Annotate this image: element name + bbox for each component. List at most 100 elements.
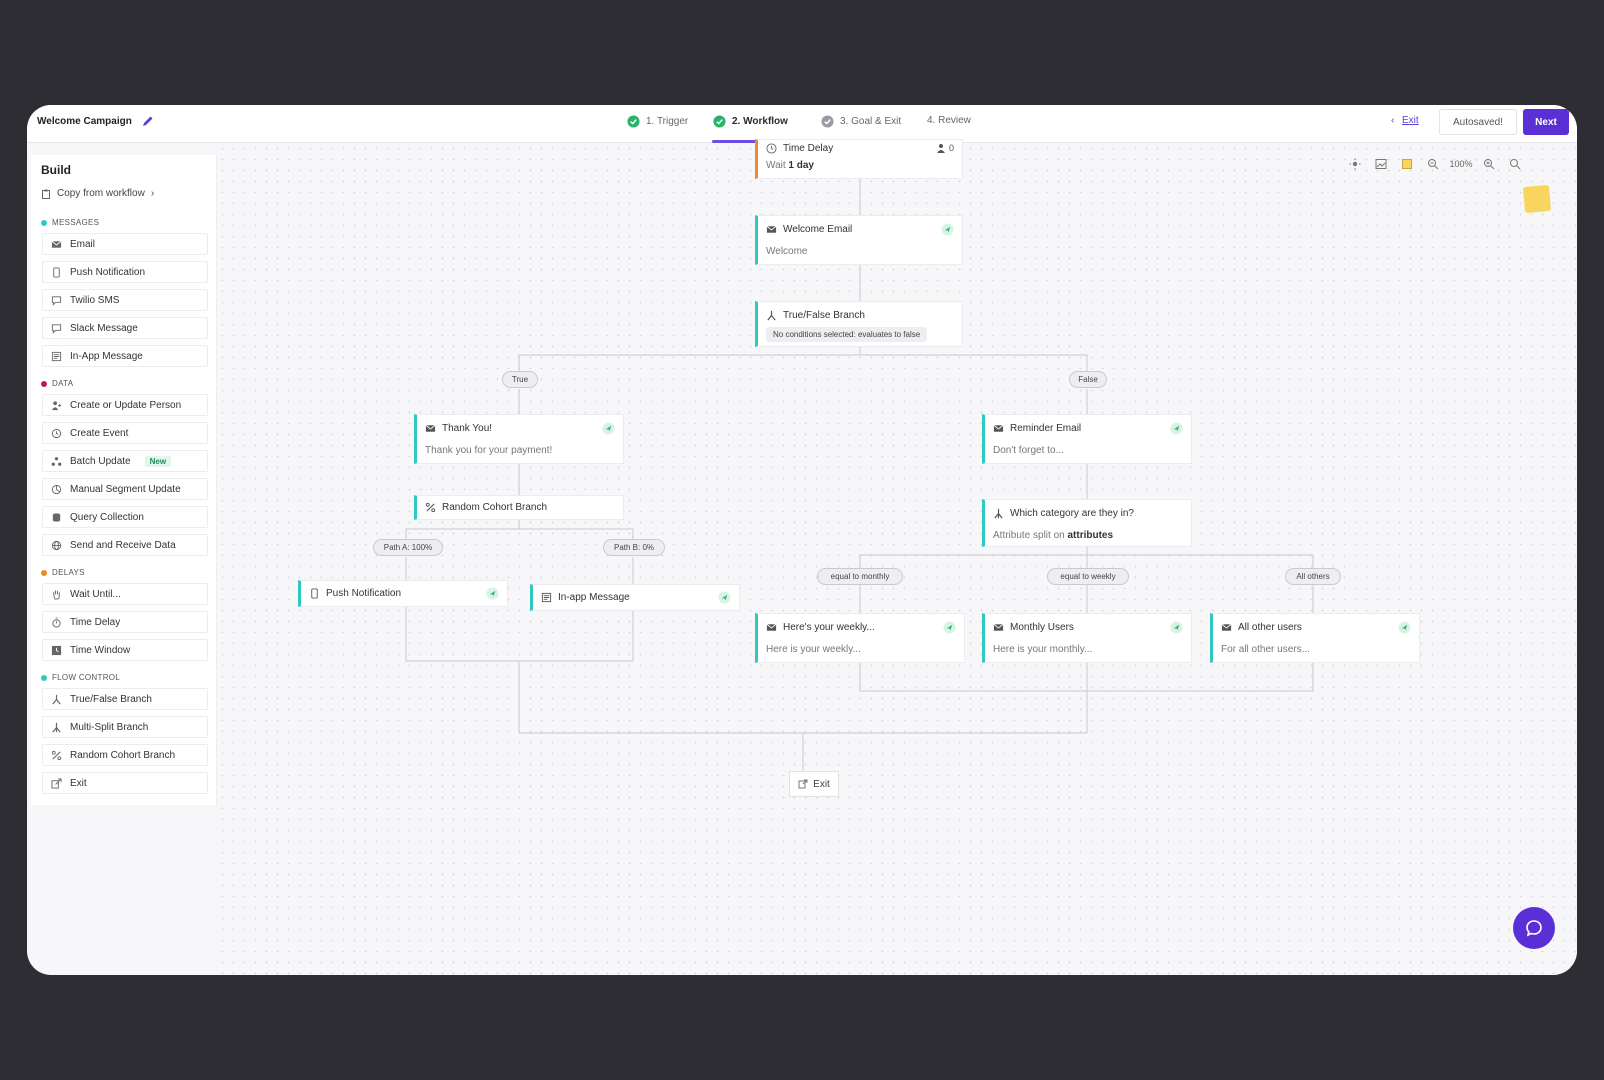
- tab-workflow[interactable]: 2. Workflow: [713, 115, 788, 128]
- send-status-icon: [1170, 422, 1183, 435]
- next-button[interactable]: Next: [1523, 109, 1569, 135]
- sidebar-item-twilio-sms[interactable]: Twilio SMS: [42, 289, 208, 311]
- multi-branch-icon: [52, 722, 61, 732]
- app-window: Welcome Campaign 1. Trigger 2. Workflow …: [27, 105, 1577, 975]
- phone-icon: [311, 588, 318, 599]
- reminder-email-node[interactable]: Reminder Email Don't forget to...: [982, 414, 1192, 464]
- check-circle-icon: [821, 115, 834, 128]
- segment-icon: [51, 484, 62, 494]
- campaign-title: Welcome Campaign: [37, 116, 132, 127]
- monthly-pill: equal to monthly: [817, 568, 903, 585]
- sidebar-item-true-false-branch[interactable]: True/False Branch: [42, 688, 208, 710]
- in-app-message-node[interactable]: In-app Message: [530, 584, 740, 611]
- send-status-icon: [941, 223, 954, 236]
- send-status-icon: [718, 591, 731, 604]
- random-cohort-node[interactable]: Random Cohort Branch: [414, 495, 624, 520]
- exit-node[interactable]: Exit: [789, 771, 839, 797]
- workflow-canvas[interactable]: Time Delay Wait 1 day 0 Welcome Email We…: [217, 139, 1577, 975]
- send-status-icon: [943, 621, 956, 634]
- section-data: DATA: [41, 379, 73, 388]
- sidebar-title: Build: [41, 163, 71, 177]
- event-icon: [51, 428, 62, 438]
- database-icon: [52, 512, 61, 522]
- sidebar-item-multi-split-branch[interactable]: Multi-Split Branch: [42, 716, 208, 738]
- phone-icon: [53, 266, 60, 278]
- push-notification-node[interactable]: Push Notification: [298, 580, 508, 607]
- copy-from-workflow-link[interactable]: Copy from workflow ›: [41, 188, 154, 199]
- path-a-pill: Path A: 100%: [373, 539, 443, 556]
- chat-bubble-icon: [1526, 920, 1542, 937]
- batch-icon: [51, 456, 62, 466]
- sidebar-item-exit[interactable]: Exit: [42, 772, 208, 794]
- sidebar-item-in-app-message[interactable]: In-App Message: [42, 345, 208, 367]
- check-circle-icon: [713, 115, 726, 128]
- tab-goal-exit[interactable]: 3. Goal & Exit: [821, 115, 901, 128]
- sticky-note-icon[interactable]: [1394, 153, 1420, 175]
- in-app-icon: [51, 351, 62, 361]
- clock-icon: [51, 645, 62, 655]
- welcome-email-node[interactable]: Welcome Email Welcome: [755, 215, 963, 265]
- globe-icon: [51, 540, 62, 550]
- search-icon[interactable]: [1502, 153, 1528, 175]
- chevron-right-icon: ›: [150, 188, 155, 199]
- multi-split-node[interactable]: Which category are they in? Attribute sp…: [982, 499, 1192, 547]
- exit-icon: [798, 779, 808, 789]
- envelope-icon: [766, 225, 777, 233]
- step-tabs: 1. Trigger 2. Workflow 3. Goal & Exit 4.…: [27, 105, 1577, 143]
- sidebar-item-query-collection[interactable]: Query Collection: [42, 506, 208, 528]
- monthly-users-node[interactable]: Monthly Users Here is your monthly...: [982, 613, 1192, 663]
- weekly-email-node[interactable]: Here's your weekly... Here is your weekl…: [755, 613, 965, 663]
- sidebar-item-time-delay[interactable]: Time Delay: [42, 611, 208, 633]
- tab-review[interactable]: 4. Review: [927, 115, 971, 126]
- chevron-left-icon: ‹: [1391, 115, 1395, 126]
- in-app-icon: [541, 592, 552, 603]
- stopwatch-icon: [52, 616, 61, 628]
- all-others-pill: All others: [1285, 568, 1341, 585]
- thank-you-node[interactable]: Thank You! Thank you for your payment!: [414, 414, 624, 464]
- zoom-in-icon[interactable]: [1476, 153, 1502, 175]
- hand-icon: [53, 589, 60, 600]
- sidebar-item-create-update-person[interactable]: Create or Update Person: [42, 394, 208, 416]
- chat-support-button[interactable]: [1513, 907, 1555, 949]
- exit-icon: [51, 777, 62, 789]
- sun-icon[interactable]: [1342, 153, 1368, 175]
- sidebar-item-email[interactable]: Email: [42, 233, 208, 255]
- true-false-branch-node[interactable]: True/False Branch No conditions selected…: [755, 301, 963, 347]
- zoom-out-icon[interactable]: [1420, 153, 1446, 175]
- sidebar-item-create-event[interactable]: Create Event: [42, 422, 208, 444]
- branch-icon: [52, 694, 61, 704]
- sticky-note[interactable]: [1522, 184, 1552, 214]
- section-delays: DELAYS: [41, 568, 85, 577]
- sidebar-item-send-receive-data[interactable]: Send and Receive Data: [42, 534, 208, 556]
- person-edit-icon: [51, 400, 62, 410]
- time-delay-node[interactable]: Time Delay Wait 1 day 0: [755, 139, 963, 179]
- envelope-icon: [425, 424, 436, 432]
- send-status-icon: [1170, 621, 1183, 634]
- person-icon: [936, 144, 945, 153]
- exit-link[interactable]: Exit: [1402, 115, 1419, 126]
- chat-bubble-icon: [51, 323, 62, 334]
- sidebar-item-time-window[interactable]: Time Window: [42, 639, 208, 661]
- path-b-pill: Path B: 0%: [603, 539, 665, 556]
- check-circle-icon: [627, 115, 640, 128]
- sidebar-item-slack-message[interactable]: Slack Message: [42, 317, 208, 339]
- all-other-users-node[interactable]: All other users For all other users...: [1210, 613, 1420, 663]
- pencil-icon[interactable]: [141, 114, 155, 128]
- branch-icon: [767, 310, 776, 321]
- envelope-icon: [1221, 623, 1232, 631]
- sidebar-item-wait-until[interactable]: Wait Until...: [42, 583, 208, 605]
- percent-icon: [51, 750, 62, 760]
- build-sidebar: Build Copy from workflow › MESSAGES Emai…: [31, 155, 217, 805]
- envelope-icon: [993, 424, 1004, 432]
- tab-trigger[interactable]: 1. Trigger: [627, 115, 688, 128]
- section-dot: [41, 380, 47, 387]
- multi-branch-icon: [994, 508, 1003, 519]
- sidebar-item-manual-segment-update[interactable]: Manual Segment Update: [42, 478, 208, 500]
- time-delay-count: 0: [948, 143, 954, 153]
- sidebar-item-random-cohort-branch[interactable]: Random Cohort Branch: [42, 744, 208, 766]
- sidebar-item-push-notification[interactable]: Push Notification: [42, 261, 208, 283]
- image-icon[interactable]: [1368, 153, 1394, 175]
- percent-icon: [425, 502, 436, 513]
- envelope-icon: [51, 240, 62, 248]
